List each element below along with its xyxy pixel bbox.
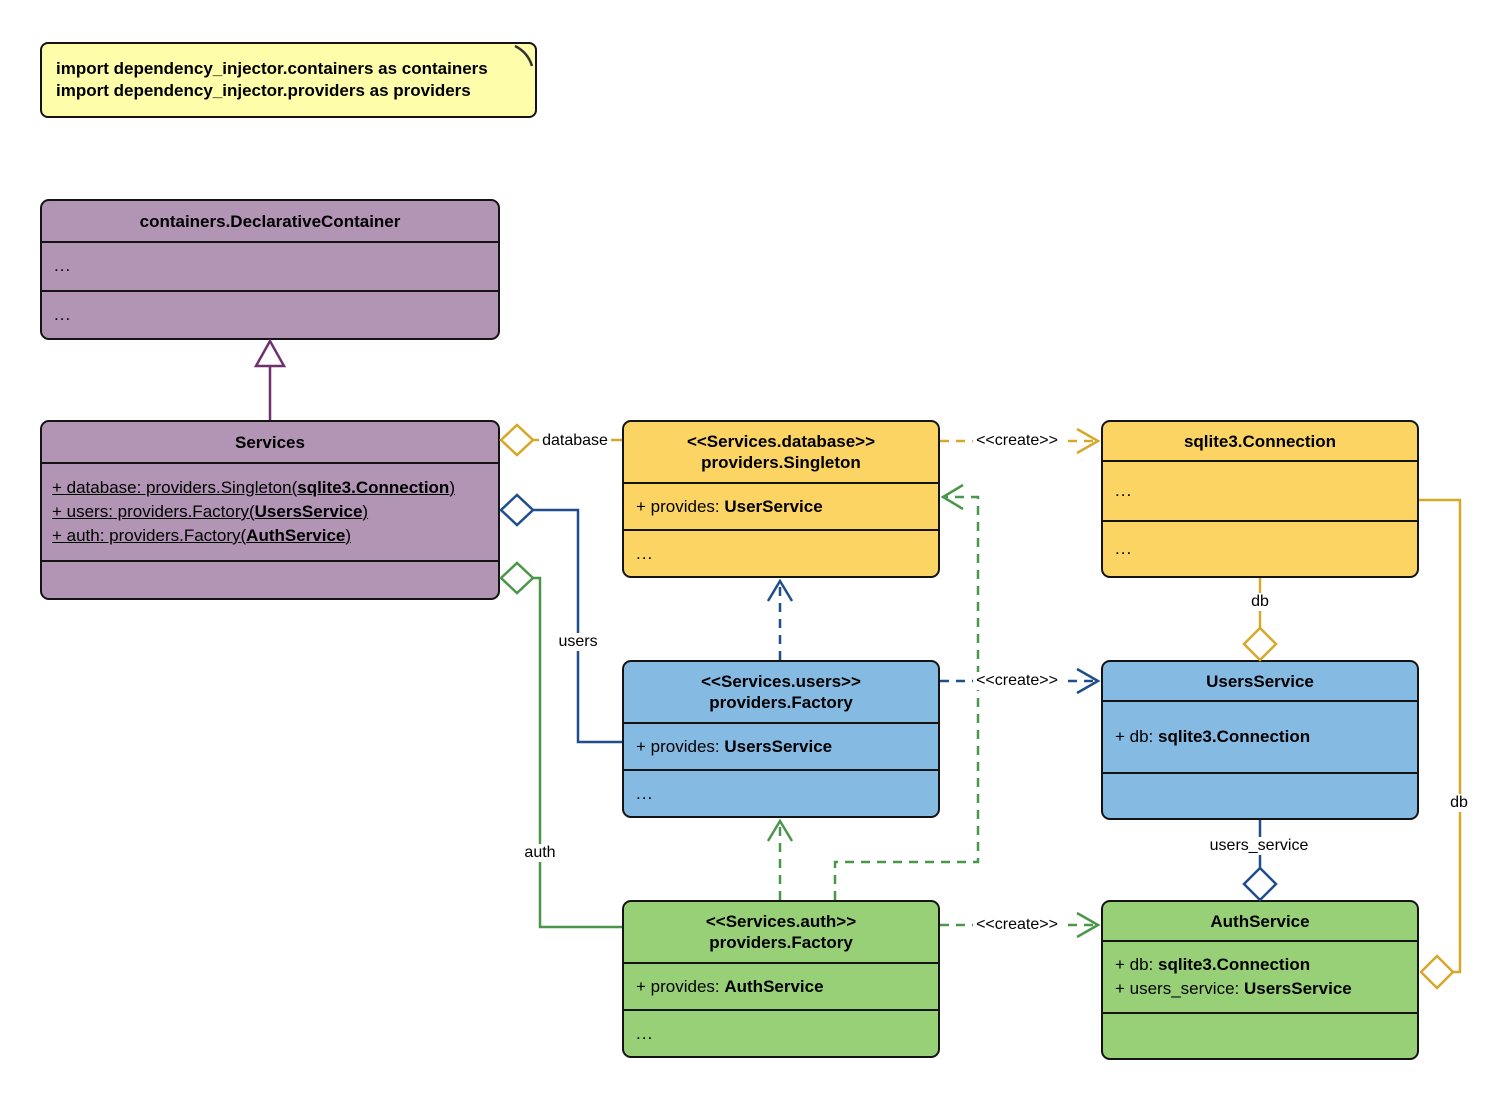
edge-label-users: users xyxy=(555,633,601,651)
class-attributes-section: + provides: UsersService xyxy=(624,722,938,769)
class-users-service[interactable]: UsersService + db: sqlite3.Connection xyxy=(1101,660,1419,820)
class-title-text: providers.Singleton xyxy=(701,453,861,472)
ellipsis-text: ... xyxy=(1115,481,1133,500)
note-line: import dependency_injector.providers as … xyxy=(56,81,471,100)
edge-label-db-top: db xyxy=(1248,593,1272,611)
edge-db-usersservice-aggregation xyxy=(1242,578,1278,662)
class-attributes-section: ... xyxy=(42,241,498,290)
class-attributes-section: + db: sqlite3.Connection + users_service… xyxy=(1103,940,1417,1012)
class-title: Services xyxy=(235,432,305,452)
attribute-provides: + provides: UserService xyxy=(636,496,823,516)
edge-label-auth: auth xyxy=(521,844,559,862)
attribute-db: + db: sqlite3.Connection xyxy=(1115,955,1311,974)
class-title: <<Services.users>> providers.Factory xyxy=(624,662,938,722)
class-methods-section: ... xyxy=(624,529,938,576)
edge-auth-to-users-dependency xyxy=(766,818,794,900)
class-title: UsersService xyxy=(1206,671,1314,691)
note-fold-icon xyxy=(514,44,534,67)
attribute-database: + database: providers.Singleton(sqlite3.… xyxy=(52,478,455,497)
edge-users-to-singleton-dependency xyxy=(766,578,794,660)
attribute-users: + users: providers.Factory(UsersService) xyxy=(52,502,369,521)
class-title: <<Services.database>> providers.Singleto… xyxy=(624,422,938,482)
class-stereotype: <<Services.database>> xyxy=(686,432,876,451)
class-attributes-section: + db: sqlite3.Connection xyxy=(1103,700,1417,772)
attribute-auth: + auth: providers.Factory(AuthService) xyxy=(52,526,352,545)
class-methods-section: ... xyxy=(624,769,938,816)
class-auth-factory[interactable]: <<Services.auth>> providers.Factory + pr… xyxy=(622,900,940,1058)
edge-inheritance xyxy=(253,338,287,420)
ellipsis-text: ... xyxy=(54,256,72,276)
ellipsis-text: ... xyxy=(636,783,654,803)
class-declarative-container[interactable]: containers.DeclarativeContainer ... ... xyxy=(40,199,500,340)
ellipsis-text: ... xyxy=(1115,539,1133,558)
class-attributes-section: + database: providers.Singleton(sqlite3.… xyxy=(42,462,498,560)
class-users-factory[interactable]: <<Services.users>> providers.Factory + p… xyxy=(622,660,940,818)
attribute-provides: + provides: UsersService xyxy=(636,736,833,756)
class-methods-section xyxy=(1103,772,1417,818)
class-methods-section xyxy=(42,560,498,598)
ellipsis-text: ... xyxy=(636,543,654,563)
edge-auth-aggregation xyxy=(499,561,622,929)
class-title-text: providers.Factory xyxy=(709,933,853,952)
class-database-singleton[interactable]: <<Services.database>> providers.Singleto… xyxy=(622,420,940,578)
edge-label-create-auth: <<create>> xyxy=(973,916,1061,934)
class-attributes-section: ... xyxy=(1103,460,1417,520)
attribute-db: + db: sqlite3.Connection xyxy=(1115,727,1311,746)
class-stereotype: <<Services.users>> xyxy=(701,672,861,691)
edge-users-aggregation xyxy=(499,493,622,744)
edge-label-create-database: <<create>> xyxy=(973,432,1061,450)
edge-label-database: database xyxy=(539,432,611,450)
class-title: AuthService xyxy=(1210,911,1310,931)
edge-db-authservice-aggregation xyxy=(1419,498,1462,990)
edge-label-create-users: <<create>> xyxy=(973,672,1061,690)
class-services[interactable]: Services + database: providers.Singleton… xyxy=(40,420,500,600)
class-stereotype: <<Services.auth>> xyxy=(705,912,857,931)
class-attributes-section: + provides: AuthService xyxy=(624,962,938,1009)
class-methods-section: ... xyxy=(42,289,498,339)
class-methods-section: ... xyxy=(1103,520,1417,576)
class-methods-section xyxy=(1103,1012,1417,1058)
edge-label-db-right: db xyxy=(1447,794,1471,812)
class-title-text: providers.Factory xyxy=(709,693,853,712)
class-methods-section: ... xyxy=(624,1009,938,1056)
class-title: containers.DeclarativeContainer xyxy=(139,211,401,231)
class-title: sqlite3.Connection xyxy=(1183,431,1337,451)
edge-label-users-service: users_service xyxy=(1206,837,1312,855)
ellipsis-text: ... xyxy=(54,304,72,324)
attribute-users-service: + users_service: UsersService xyxy=(1115,979,1352,998)
note-imports[interactable]: import dependency_injector.containers as… xyxy=(40,42,537,118)
class-title: <<Services.auth>> providers.Factory xyxy=(624,902,938,962)
ellipsis-text: ... xyxy=(636,1023,654,1043)
note-line: import dependency_injector.containers as… xyxy=(56,59,488,78)
edge-users-service-aggregation xyxy=(1242,820,1278,902)
class-attributes-section: + provides: UserService xyxy=(624,482,938,529)
class-auth-service[interactable]: AuthService + db: sqlite3.Connection + u… xyxy=(1101,900,1419,1060)
attribute-provides: + provides: AuthService xyxy=(636,976,824,996)
class-sqlite3-connection[interactable]: sqlite3.Connection ... ... xyxy=(1101,420,1419,578)
